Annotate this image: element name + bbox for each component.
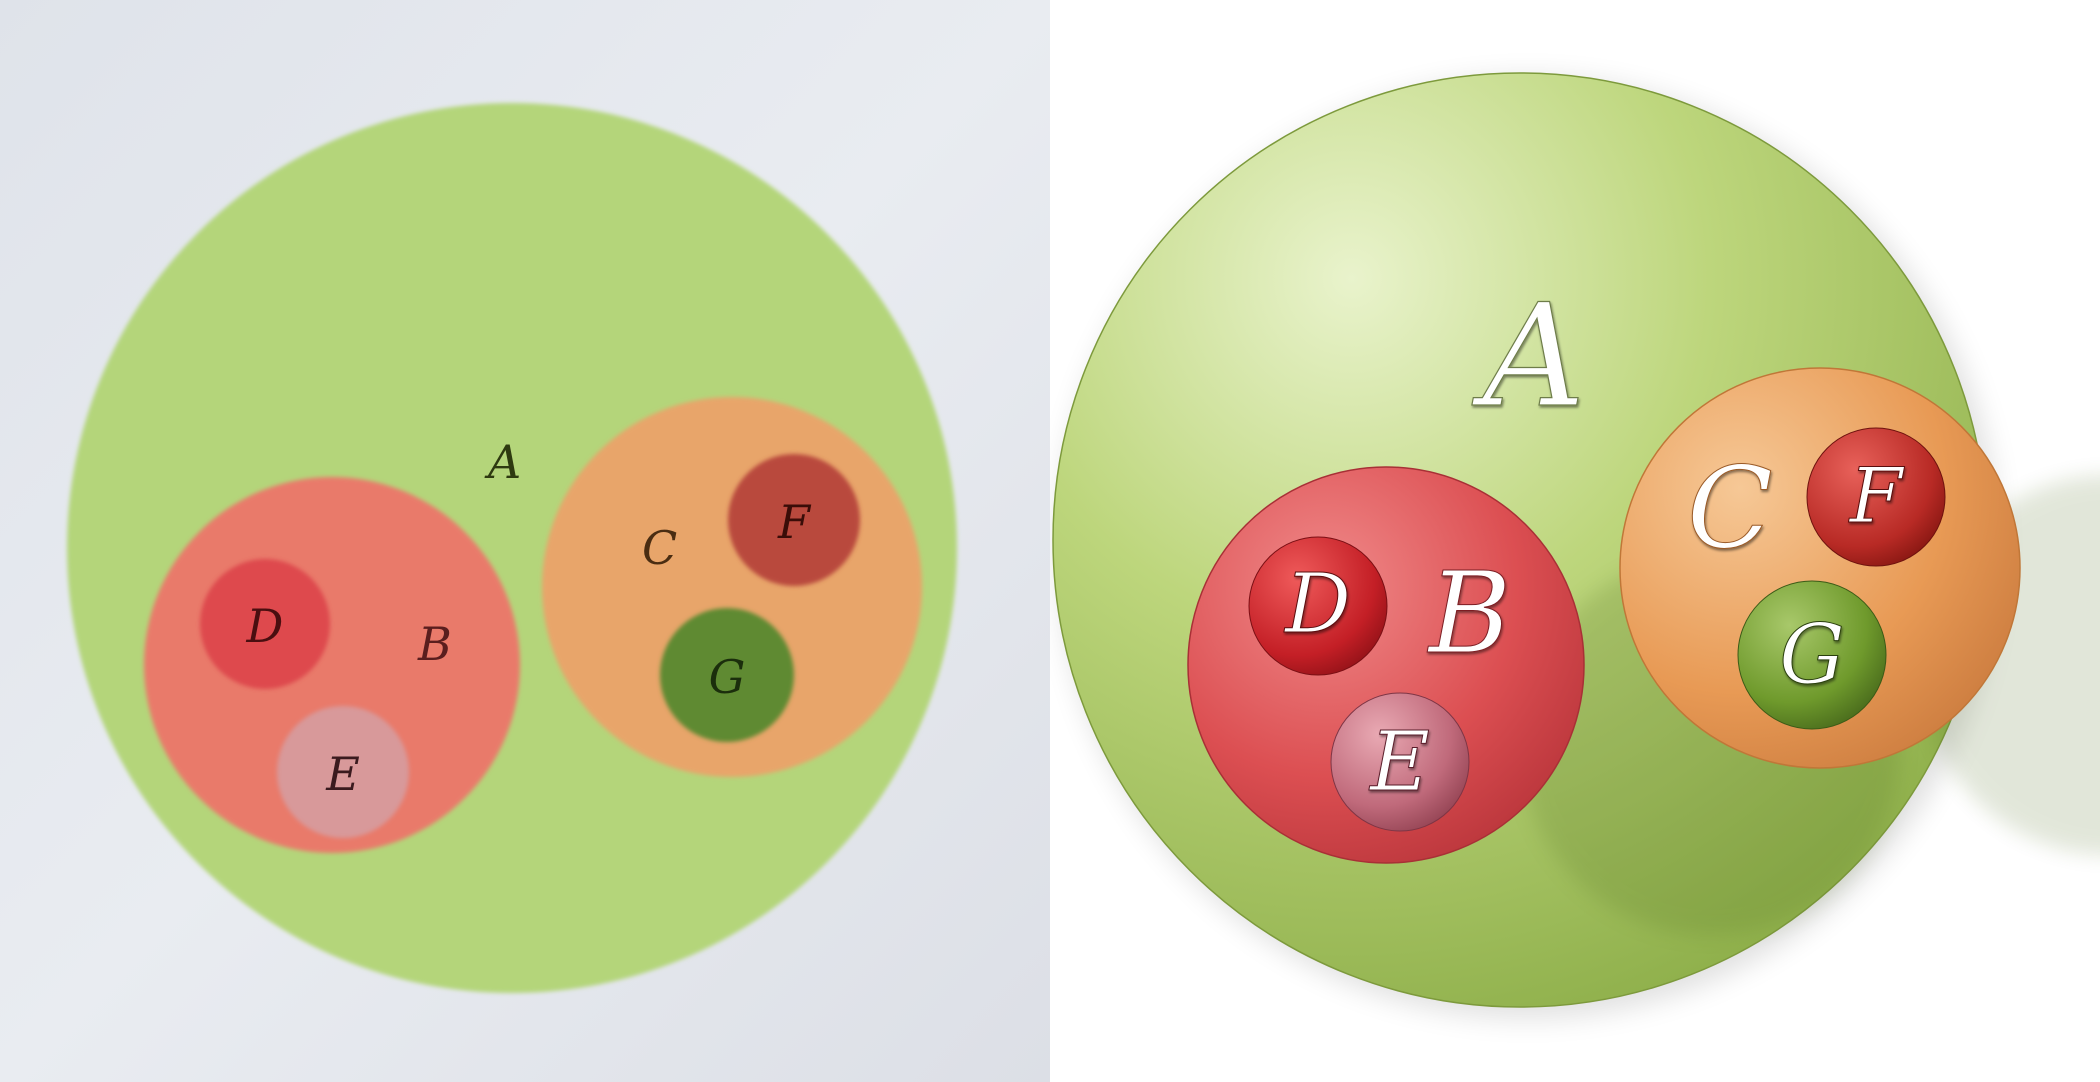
set-e-circle xyxy=(1330,692,1470,832)
set-d-circle xyxy=(1248,536,1388,676)
photo-set-d-circle xyxy=(200,559,330,689)
label-a: A xyxy=(1472,274,1586,439)
rendered-diagram-svg: A B C D E F G xyxy=(1052,72,2100,1018)
photo-set-f-circle xyxy=(728,454,860,586)
photo-diagram-panel: A B C D E F G xyxy=(0,0,1050,1082)
photo-label-a: A xyxy=(484,435,521,489)
photo-label-b: B xyxy=(417,617,452,671)
photo-set-e-circle xyxy=(277,706,409,838)
photo-label-c: C xyxy=(642,521,677,575)
rendered-diagram-panel: A B C D E F G xyxy=(1050,0,2100,1082)
label-b: B xyxy=(1427,549,1511,679)
label-c: C xyxy=(1687,444,1773,574)
label-d: D xyxy=(1283,557,1351,652)
set-g-circle xyxy=(1737,580,1887,730)
photo-label-d: D xyxy=(246,599,284,653)
photo-diagram-svg: A B C D E F G xyxy=(0,0,1050,1082)
photo-set-g-circle xyxy=(660,608,794,742)
label-g: G xyxy=(1779,608,1845,703)
label-e: E xyxy=(1368,715,1430,810)
photo-label-g: G xyxy=(709,650,746,704)
photo-label-f: F xyxy=(777,495,812,549)
set-f-circle xyxy=(1806,427,1946,567)
label-f: F xyxy=(1848,451,1905,540)
photo-label-e: E xyxy=(325,747,360,801)
